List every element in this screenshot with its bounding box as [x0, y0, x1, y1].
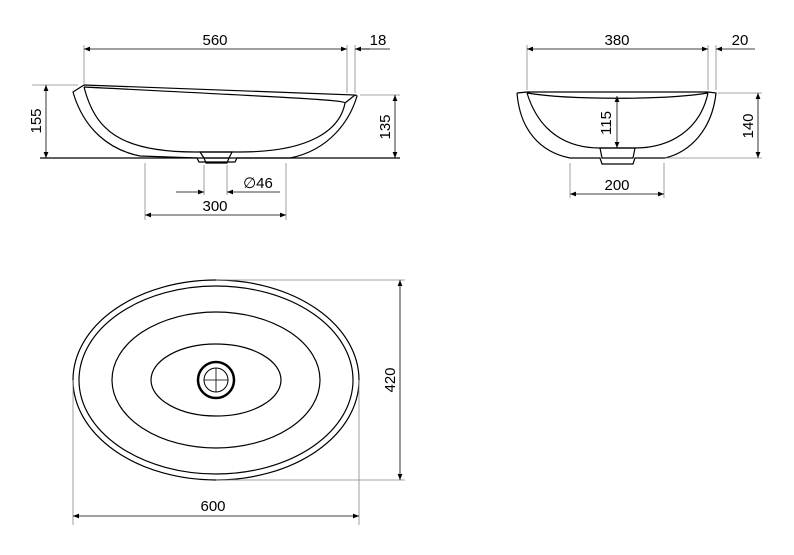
basin-floor	[150, 343, 282, 417]
top-view: 420 600	[72, 279, 405, 525]
dim-300-label: 300	[202, 198, 227, 215]
end-extension-lines	[526, 45, 762, 198]
dim-560-label: 560	[202, 32, 227, 49]
dim-380-label: 380	[604, 32, 629, 49]
side-view-basin-outline	[72, 84, 358, 163]
end-view-drain	[599, 147, 636, 159]
basin-contour	[111, 311, 321, 449]
drain-crosshair	[204, 368, 228, 392]
dim-600-label: 600	[200, 498, 225, 515]
extension-lines	[32, 45, 400, 220]
top-extension-lines	[72, 279, 405, 525]
side-view: 560 18 155 135 ∅46 300	[28, 32, 400, 220]
drain-outer	[196, 360, 236, 400]
end-view: 380 20 140 115 200	[516, 32, 762, 198]
dim-420-label: 420	[382, 367, 399, 392]
dim-155-label: 155	[28, 108, 45, 133]
dim-135-label: 135	[377, 114, 394, 139]
dim-115-label: 115	[598, 111, 615, 135]
dim-18-label: 18	[370, 32, 387, 49]
dim-20-label: 20	[732, 32, 749, 49]
inner-rim	[78, 285, 354, 475]
end-view-basin-outline	[516, 91, 717, 165]
dim-200-label: 200	[604, 177, 629, 194]
dim-46-label: ∅46	[243, 175, 273, 192]
dim-140-label: 140	[740, 113, 757, 138]
